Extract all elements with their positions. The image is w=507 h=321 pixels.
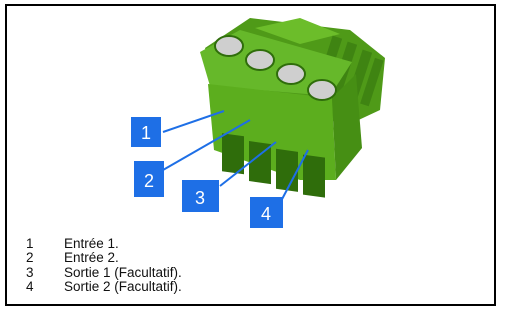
- legend-number: 4: [26, 278, 34, 294]
- legend-list: 1 Entrée 1. 2 Entrée 2. 3 Sortie 1 (Facu…: [26, 236, 182, 294]
- legend-text: Entrée 2.: [64, 250, 119, 266]
- callout-4-label: 4: [261, 204, 271, 224]
- legend-item: 3 Sortie 1 (Facultatif).: [26, 264, 182, 280]
- legend-number: 1: [26, 236, 34, 251]
- legend-text: Sortie 2 (Facultatif).: [64, 278, 182, 294]
- legend-item: 1 Entrée 1.: [26, 236, 182, 251]
- callout-3-label: 3: [195, 188, 205, 208]
- callout-1: 1: [131, 117, 161, 147]
- legend-number: 2: [26, 250, 34, 266]
- figure-frame: [5, 4, 496, 304]
- leader-line-1: [162, 110, 225, 133]
- leader-lines: [162, 110, 309, 204]
- legend-item: 2 Entrée 2.: [26, 250, 182, 266]
- leader-line-4: [279, 149, 309, 204]
- callout-2-label: 2: [144, 171, 154, 191]
- legend-text: Sortie 1 (Facultatif).: [64, 264, 182, 280]
- frame-bottom-border: [5, 304, 496, 306]
- callout-2: 2: [134, 161, 164, 197]
- legend-number: 3: [26, 264, 34, 280]
- callout-4: 4: [250, 197, 283, 228]
- terminal-block-connector-illustration: [200, 18, 385, 198]
- legend-text: Entrée 1.: [64, 236, 119, 251]
- legend-item: 4 Sortie 2 (Facultatif).: [26, 278, 182, 294]
- leader-line-2: [162, 119, 251, 171]
- callout-3: 3: [182, 180, 219, 212]
- leader-line-3: [219, 141, 277, 187]
- callout-1-label: 1: [141, 123, 151, 143]
